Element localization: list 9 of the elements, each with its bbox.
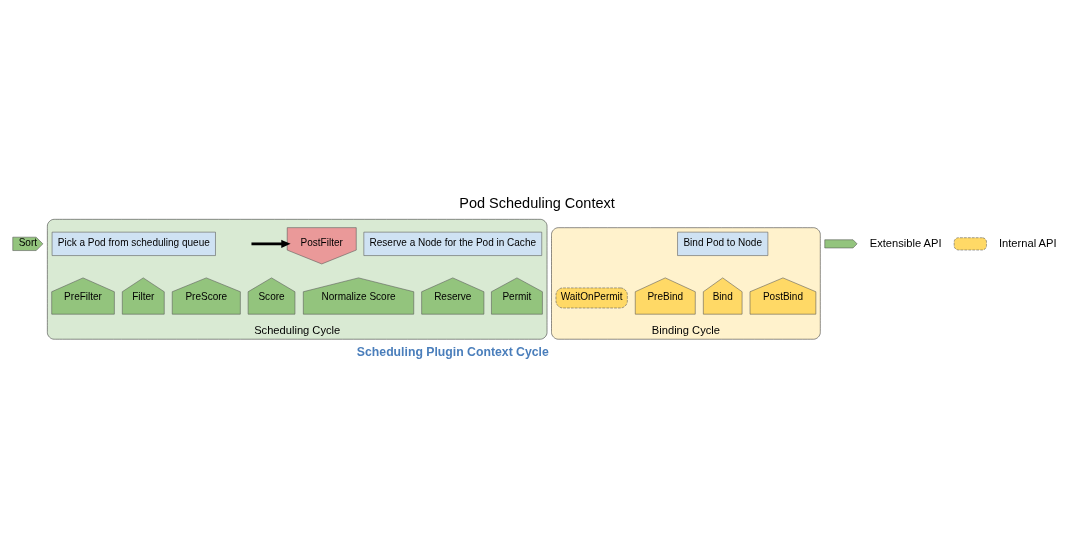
legend-label: Internal API [998,236,1057,249]
node-box: Reserve a Node for the Pod in Cache [363,231,542,256]
diagram-title: Pod Scheduling Context [459,195,615,212]
node-box: Pick a Pod from scheduling queue [51,231,216,256]
node-box: WaitOnPermit [555,287,628,309]
legend-label: Extensible API [869,236,942,249]
node-box: Bind Pod to Node [677,231,769,256]
caption: Scheduling Plugin Context Cycle [356,345,549,360]
arrow [251,239,291,248]
